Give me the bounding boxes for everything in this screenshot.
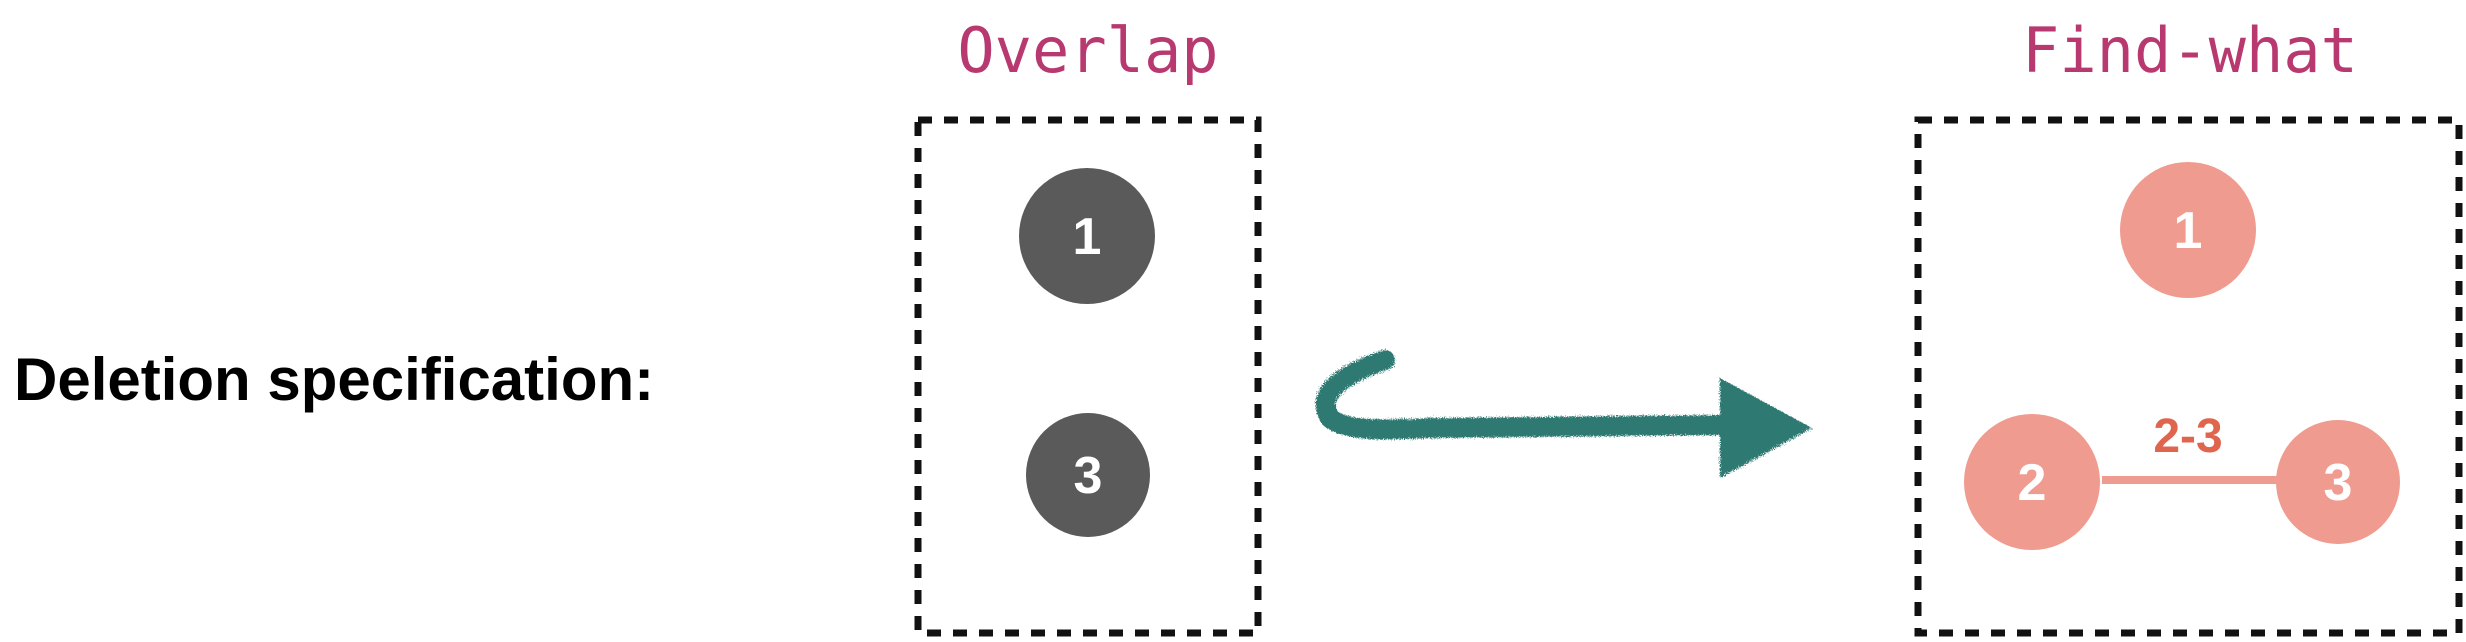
overlap-node-1-label: 1 <box>1073 208 1102 266</box>
find-what-node-2-label: 2 <box>2018 454 2047 512</box>
find-what-title: Find-what <box>2022 14 2358 87</box>
edge-2-3-label: 2-3 <box>2153 410 2222 463</box>
find-what-node-3-label: 3 <box>2324 454 2353 512</box>
heading-label: Deletion specification: <box>14 346 654 413</box>
find-what-node-3: 3 <box>2276 420 2400 544</box>
find-what-panel: Find-what 2-3 1 2 3 <box>1914 14 2463 637</box>
find-what-box <box>1914 116 2463 637</box>
find-what-node-1-label: 1 <box>2174 202 2203 260</box>
overlap-box <box>914 116 1262 637</box>
overlap-panel: Overlap 1 3 <box>914 14 1262 637</box>
overlap-node-1: 1 <box>1019 168 1155 304</box>
arrow-shaft <box>1315 350 1730 440</box>
overlap-node-3-label: 3 <box>1074 447 1103 505</box>
overlap-node-3: 3 <box>1026 413 1150 537</box>
find-what-node-1: 1 <box>2120 162 2256 298</box>
arrow-head <box>1720 378 1812 478</box>
find-what-node-2: 2 <box>1964 414 2100 550</box>
overlap-title: Overlap <box>957 14 1218 87</box>
bidirectional-arrow <box>1315 350 1812 478</box>
